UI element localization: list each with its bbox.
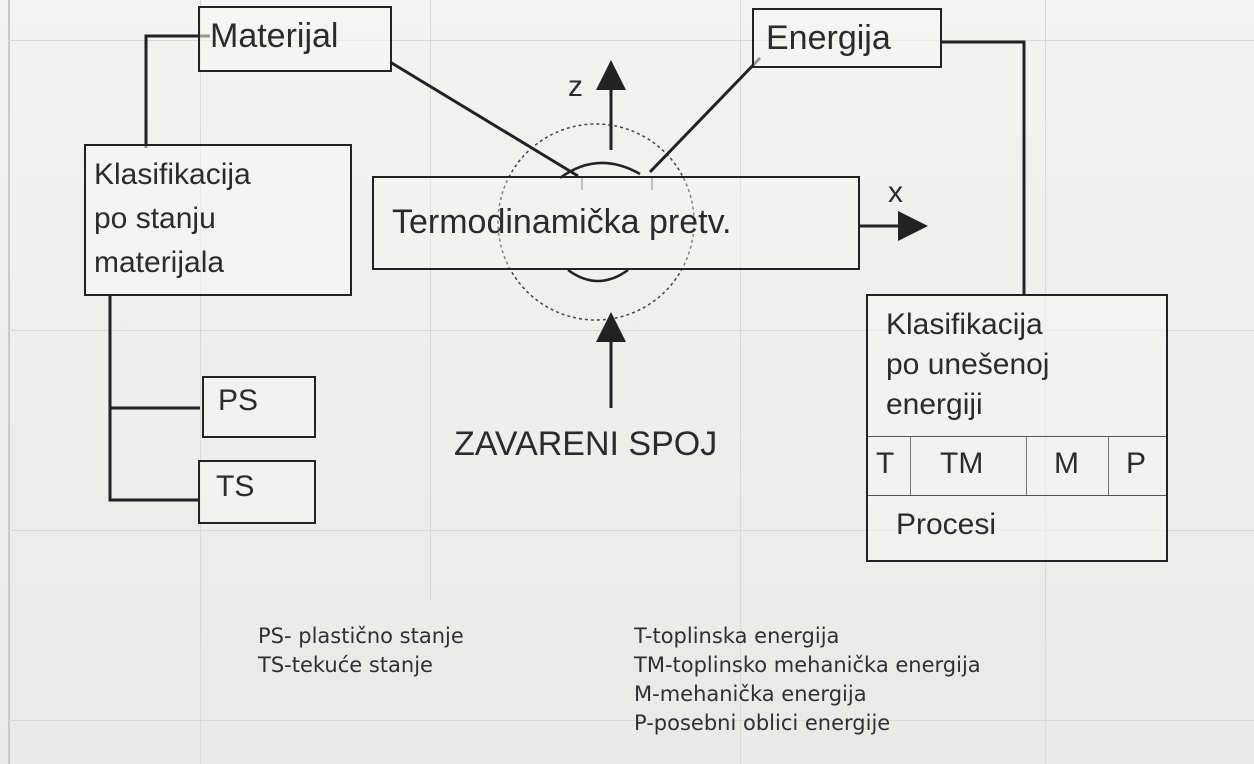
background-table-line <box>8 40 1254 41</box>
material-box: Materijal <box>198 6 392 72</box>
state-bracket <box>108 296 200 502</box>
welded-joint-label: ZAVARENI SPOJ <box>454 425 718 463</box>
processes-label: Procesi <box>896 508 997 541</box>
energy-classification-line3: energiji <box>886 388 983 421</box>
background-table-line <box>8 720 1254 721</box>
background-table-line <box>200 0 201 764</box>
energy-classification-line2: po unešenoj <box>886 348 1050 381</box>
ts-box: TS <box>198 460 316 524</box>
cell-m: M <box>1054 447 1079 480</box>
energy-cells-row: T TM M P <box>868 436 1166 496</box>
energy-box: Energija <box>752 8 942 68</box>
energy-classification-line1: Klasifikacija <box>886 308 1043 341</box>
material-classification-box: Klasifikacija po stanju materijala <box>84 144 352 296</box>
cell-divider <box>1026 437 1027 495</box>
energy-bracket <box>940 40 1026 296</box>
cell-divider <box>1108 437 1109 495</box>
thermodynamic-box: Termodinamička pretv. <box>372 176 860 270</box>
material-label: Materijal <box>210 17 339 55</box>
material-classification-line2: po stanju <box>94 202 216 235</box>
x-axis-label: x <box>888 176 903 209</box>
ts-label: TS <box>216 470 255 503</box>
legend-item: PS- plastično stanje <box>258 624 464 648</box>
thermodynamic-label: Termodinamička pretv. <box>392 203 732 241</box>
legend-right: T-toplinska energija TM-toplinsko mehani… <box>634 622 981 738</box>
weld-bead <box>567 268 629 283</box>
material-bracket <box>144 34 210 148</box>
background-table-line <box>8 0 10 764</box>
material-classification-line3: materijala <box>94 246 225 279</box>
cell-p: P <box>1126 447 1147 480</box>
weld-bead <box>559 161 641 180</box>
legend-item: P-posebni oblici energije <box>634 711 891 735</box>
background-table-line <box>740 0 741 764</box>
legend-left: PS- plastično stanje TS-tekuće stanje <box>258 622 464 680</box>
energy-label: Energija <box>766 19 891 57</box>
legend-item: T-toplinska energija <box>634 624 840 648</box>
cell-divider <box>910 437 911 495</box>
legend-item: TS-tekuće stanje <box>258 653 433 677</box>
cell-tm: TM <box>940 447 984 480</box>
legend-item: TM-toplinsko mehanička energija <box>634 653 981 677</box>
background-table-line <box>8 530 1254 531</box>
z-axis-label: z <box>568 70 583 103</box>
weld-zone-circle <box>497 123 695 321</box>
material-classification-line1: Klasifikacija <box>94 158 251 191</box>
background-table-line <box>8 330 1254 331</box>
background-table-line <box>430 0 431 600</box>
energy-connector <box>648 56 762 174</box>
legend-item: M-mehanička energija <box>634 682 867 706</box>
ps-label: PS <box>218 384 259 417</box>
cell-t: T <box>876 447 895 480</box>
ps-box: PS <box>202 376 316 438</box>
material-connector <box>389 60 579 178</box>
energy-classification-box: Klasifikacija po unešenoj energiji T TM … <box>866 294 1168 562</box>
